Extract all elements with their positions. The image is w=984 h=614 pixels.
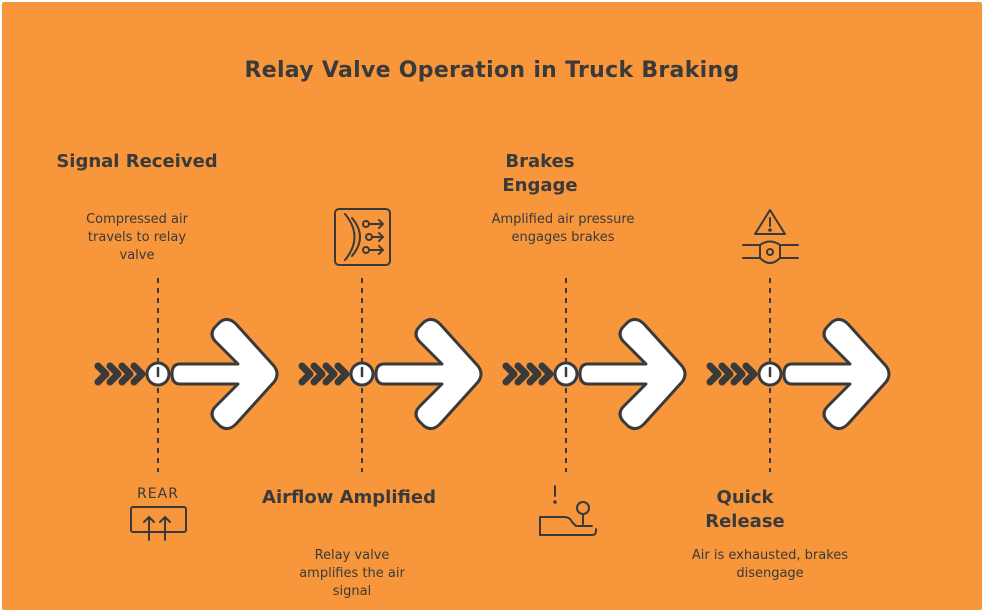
pressure-warning-icon xyxy=(742,209,799,264)
chevrons-icon xyxy=(706,362,758,386)
big-arrow-icon xyxy=(782,317,891,431)
big-arrow-icon xyxy=(578,317,687,431)
timeline-marker-icon xyxy=(145,361,171,387)
stage-4 xyxy=(706,209,891,472)
timeline-marker-icon xyxy=(349,361,375,387)
step-3-description: Amplified air pressure engages brakes xyxy=(491,212,635,245)
big-arrow-icon xyxy=(170,317,279,431)
step-4-description: Air is exhausted, brakes disengage xyxy=(691,548,849,581)
chevrons-icon xyxy=(298,362,350,386)
step-4-title: Quick Release xyxy=(705,487,785,532)
step-1-title: Signal Received xyxy=(56,151,218,172)
brake-pedal-icon xyxy=(539,485,597,536)
chevrons-icon xyxy=(502,362,554,386)
step-1-description: Compressed air travels to relay valve xyxy=(86,212,188,263)
rear-icon-text: REAR xyxy=(137,486,179,502)
stage-3 xyxy=(502,278,687,536)
airflow-valve-icon xyxy=(334,208,391,266)
rear-defrost-icon: REAR xyxy=(130,486,187,541)
step-2-title: Airflow Amplified xyxy=(262,487,436,508)
diagram-title: Relay Valve Operation in Truck Braking xyxy=(244,58,740,83)
step-2-description: Relay valve amplifies the air signal xyxy=(299,548,405,599)
chevrons-icon xyxy=(94,362,146,386)
timeline-marker-icon xyxy=(757,361,783,387)
stage-2 xyxy=(298,208,483,472)
step-3-title: Brakes Engage xyxy=(502,151,578,196)
big-arrow-icon xyxy=(374,317,483,431)
stage-1: REAR xyxy=(94,278,279,541)
timeline-marker-icon xyxy=(553,361,579,387)
